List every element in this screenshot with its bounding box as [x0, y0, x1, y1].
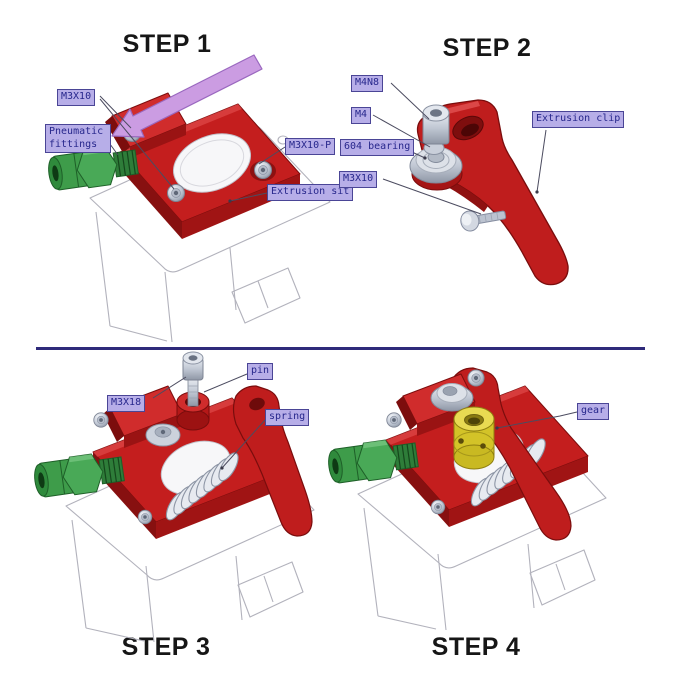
label-m3x10-p: M3X10-P [285, 138, 336, 155]
screw-part [137, 509, 153, 525]
label-spring: spring [265, 409, 310, 426]
label-m3x18: M3X18 [107, 395, 146, 412]
label-pin: pin [247, 363, 274, 380]
screw-part [167, 184, 185, 202]
leader-lines [99, 82, 578, 470]
screw-part [93, 412, 109, 428]
bolt-part [422, 104, 450, 155]
arrow-annotation [111, 54, 263, 138]
screw-part [254, 161, 272, 179]
step3-illustration [31, 351, 315, 643]
label-m3x10: M3X10 [57, 89, 96, 106]
screw-part [386, 412, 402, 428]
step3-title: STEP 3 [121, 633, 211, 661]
label-m3x10-step2: M3X10 [339, 171, 378, 188]
drive-gear-part [453, 406, 495, 470]
screw-part [430, 499, 446, 515]
label-pneumatic-fittings: Pneumatic fittings [45, 124, 111, 153]
bearing-part [430, 383, 474, 412]
screw-part [467, 369, 485, 387]
washer-part [145, 423, 181, 447]
step2-title: STEP 2 [442, 34, 532, 62]
section-divider [36, 347, 645, 350]
screw-part [460, 210, 507, 232]
label-m4n8: M4N8 [351, 75, 384, 92]
label-extrusion-clip: Extrusion clip [532, 111, 625, 128]
label-gear: gear [577, 403, 610, 420]
step2-illustration [409, 99, 569, 286]
step1-title: STEP 1 [122, 30, 212, 58]
step4-title: STEP 4 [431, 633, 521, 661]
step4-illustration [325, 367, 607, 631]
extrusion-clip-part [232, 385, 313, 537]
label-m4: M4 [351, 107, 372, 124]
label-extrusion-sit: Extrusion sit [267, 184, 354, 201]
label-604-bearing: 604 bearing [340, 139, 415, 156]
